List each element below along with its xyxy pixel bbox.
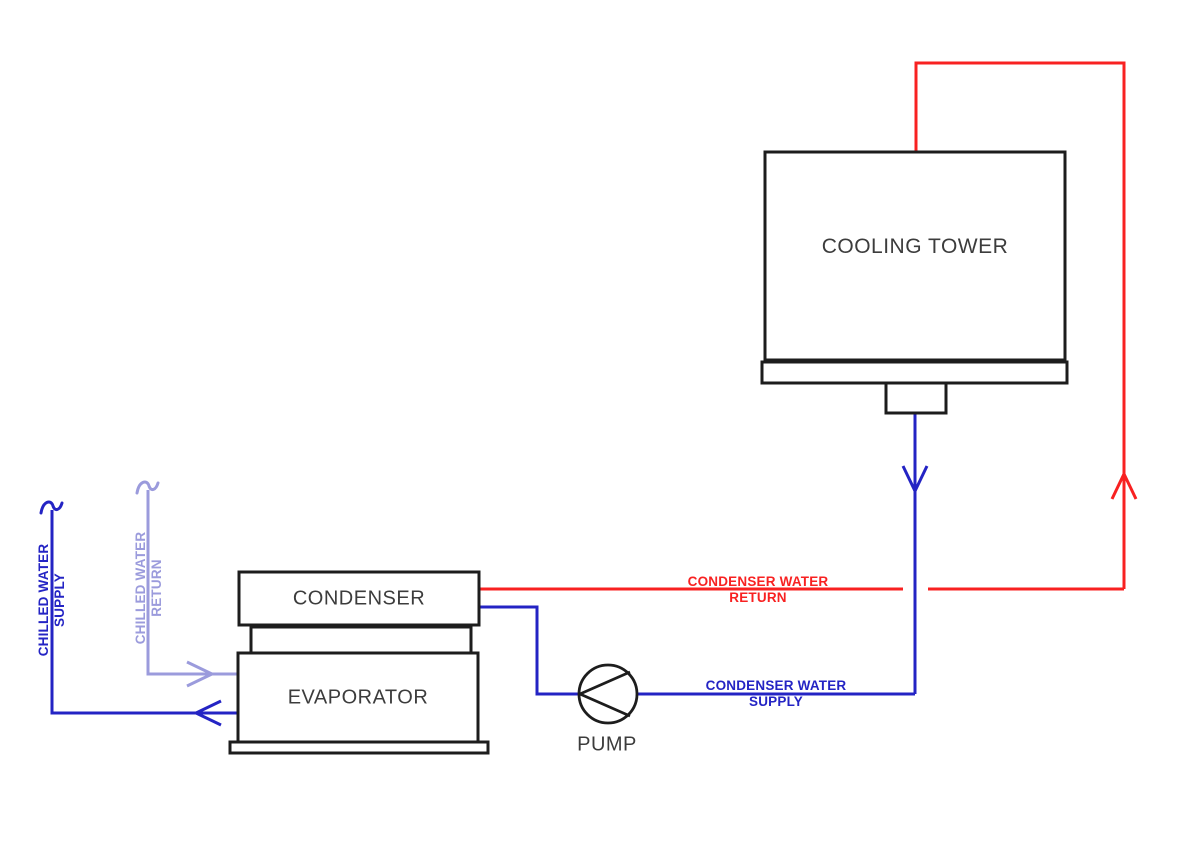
pump-vane-lower (579, 692, 631, 718)
chilled-water-return-pipe (135, 480, 238, 688)
supply-pipe-to-condenser (479, 605, 579, 696)
equipment-outlines (228, 150, 1069, 755)
return-flow-up-arrow-icon (1110, 470, 1138, 500)
condenser-water-return-label-line2: RETURN (729, 590, 787, 605)
chilled-water-supply-label-line2: SUPPLY (52, 573, 67, 627)
return-pipe-riser (914, 61, 1126, 589)
pump-circle (577, 663, 639, 725)
condenser-water-return-label: CONDENSER WATER RETURN (688, 574, 829, 606)
condenser-water-return-label-line1: CONDENSER WATER (687, 574, 829, 589)
evaporator-body (236, 651, 480, 744)
pipe-break-squiggle-icon (39, 500, 64, 515)
pipe-break-squiggle-icon (135, 480, 160, 495)
pump-label: PUMP (577, 733, 637, 756)
chilled-supply-pipe (50, 510, 238, 715)
condenser-water-supply-label-line2: SUPPLY (749, 694, 803, 709)
cooling-tower-outlet (884, 381, 948, 415)
chiller-base (228, 740, 490, 755)
condenser-label: CONDENSER (292, 587, 426, 610)
chilled-water-return-label-line1: CHILLED WATER (133, 531, 148, 645)
chilled-water-return-label: CHILLED WATER RETURN (133, 532, 165, 645)
supply-flow-down-arrow-icon (901, 465, 929, 495)
chilled-water-supply-label-line1: CHILLED WATER (36, 543, 51, 657)
chilled-return-right-arrow-icon (186, 660, 216, 688)
condenser-water-supply-label: CONDENSER WATER SUPPLY (706, 678, 847, 710)
chilled-return-pipe (146, 490, 238, 676)
chilled-supply-left-arrow-icon (192, 699, 222, 727)
condenser-water-return-pipe (479, 61, 1138, 591)
cooling-tower-label: COOLING TOWER (821, 235, 1009, 258)
chilled-water-return-label-line2: RETURN (149, 559, 164, 617)
pump-vane-upper (579, 670, 631, 696)
chilled-water-supply-pipe (39, 500, 238, 727)
chilled-water-supply-label: CHILLED WATER SUPPLY (36, 544, 68, 657)
condenser-water-supply-label-line1: CONDENSER WATER (705, 678, 847, 693)
cooling-tower-body (763, 150, 1067, 362)
condenser-water-supply-pipe (479, 413, 929, 696)
evaporator-label: EVAPORATOR (287, 686, 429, 709)
chiller-mid-section (249, 625, 473, 655)
condenser-body (237, 570, 481, 627)
cooling-tower-basin (760, 360, 1069, 385)
